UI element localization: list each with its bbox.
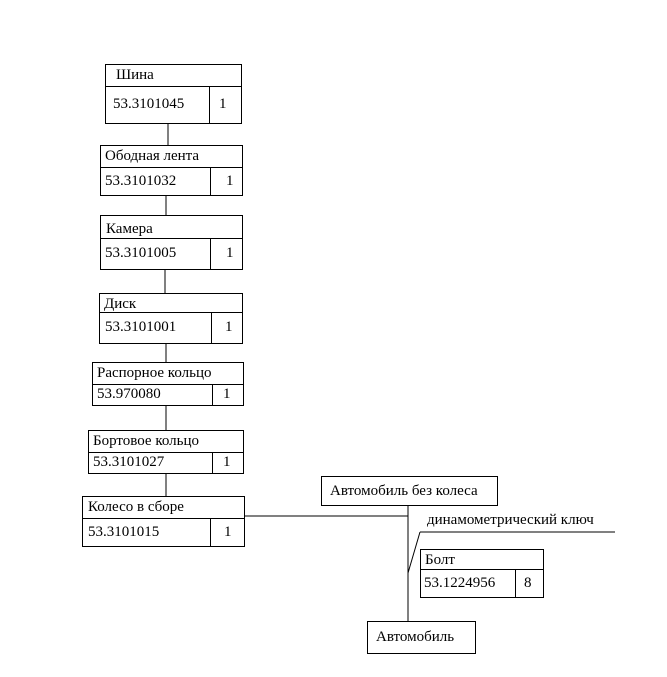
- part-qty: 1: [219, 96, 227, 112]
- part-name: Диск: [100, 294, 242, 313]
- part-code: 53.970080: [93, 384, 213, 405]
- part-code: 53.1224956: [421, 569, 516, 597]
- part-code: 53.3101027: [89, 452, 213, 473]
- part-qty: 1: [224, 523, 232, 540]
- part-qty: 1: [223, 386, 231, 402]
- part-code: 53.3101001: [100, 312, 212, 343]
- part-name: Ободная лента: [101, 146, 242, 168]
- part-code: 53.3101032: [101, 167, 211, 195]
- part-spacer-ring: Распорное кольцо 53.970080 1: [92, 362, 244, 406]
- part-qty: 1: [226, 245, 234, 261]
- part-bead-ring: Бортовое кольцо 53.3101027 1: [88, 430, 244, 474]
- part-name: Камера: [101, 216, 242, 239]
- part-tube: Камера 53.3101005 1: [100, 215, 243, 270]
- car-box: Автомобиль: [367, 621, 476, 654]
- part-name: Бортовое кольцо: [89, 431, 243, 453]
- part-qty: 1: [223, 454, 231, 470]
- part-wheel-assembly: Колесо в сборе 53.3101015 1: [82, 496, 245, 547]
- part-name: Колесо в сборе: [83, 497, 244, 519]
- part-bolt: Болт 53.1224956 8: [420, 549, 544, 598]
- part-disk: Диск 53.3101001 1: [99, 293, 243, 344]
- part-name: Распорное кольцо: [93, 363, 243, 385]
- part-tire: Шина 53.3101045 1: [105, 64, 242, 124]
- tool-label: динамометрический ключ: [427, 512, 594, 528]
- part-code: 53.3101015: [83, 518, 211, 546]
- part-qty: 1: [225, 319, 233, 335]
- part-name: Болт: [421, 550, 543, 570]
- part-rim-tape: Ободная лента 53.3101032 1: [100, 145, 243, 196]
- part-code: 53.3101005: [101, 238, 211, 269]
- tool-diagonal-line: [407, 531, 421, 574]
- part-qty: 8: [524, 574, 532, 591]
- part-name: Шина: [106, 65, 241, 87]
- part-qty: 1: [226, 172, 234, 189]
- car-without-wheel-box: Автомобиль без колеса: [321, 476, 498, 506]
- part-code: 53.3101045: [106, 86, 210, 123]
